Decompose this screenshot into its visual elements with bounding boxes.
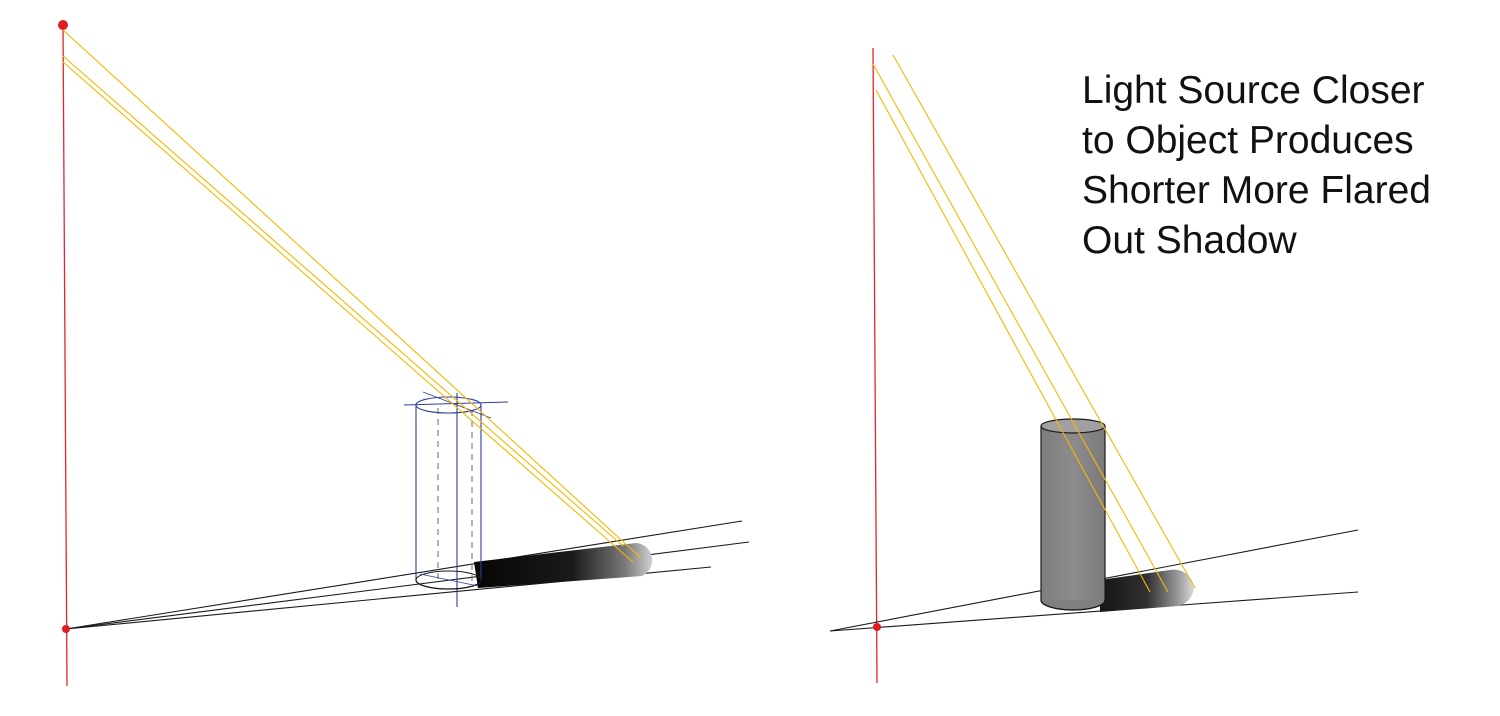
ground-vanishing-point-right [873, 623, 881, 631]
light-height-guide-right [872, 47, 878, 684]
light-rays-left [62, 29, 642, 563]
ground-vanishing-point-left [62, 625, 70, 633]
ground-lines-left [65, 520, 750, 630]
cast-shadow-left [474, 543, 653, 588]
left-scene [58, 20, 750, 687]
caption-line-3: Shorter More Flared [1082, 169, 1431, 212]
light-height-guide-left [62, 21, 68, 687]
light-rays-right [872, 54, 1196, 593]
cast-shadow-right [1100, 569, 1194, 612]
solid-cylinder [1040, 418, 1106, 611]
caption-line-4: Out Shadow [1082, 219, 1297, 262]
caption-line-1: Light Source Closer [1082, 69, 1425, 112]
light-source-point-left [58, 20, 68, 30]
wireframe-cylinder [403, 391, 509, 607]
right-scene [829, 47, 1359, 684]
caption-line-2: to Object Produces [1082, 119, 1414, 162]
diagram-caption: Light Source Closer to Object Produces S… [1082, 66, 1492, 266]
